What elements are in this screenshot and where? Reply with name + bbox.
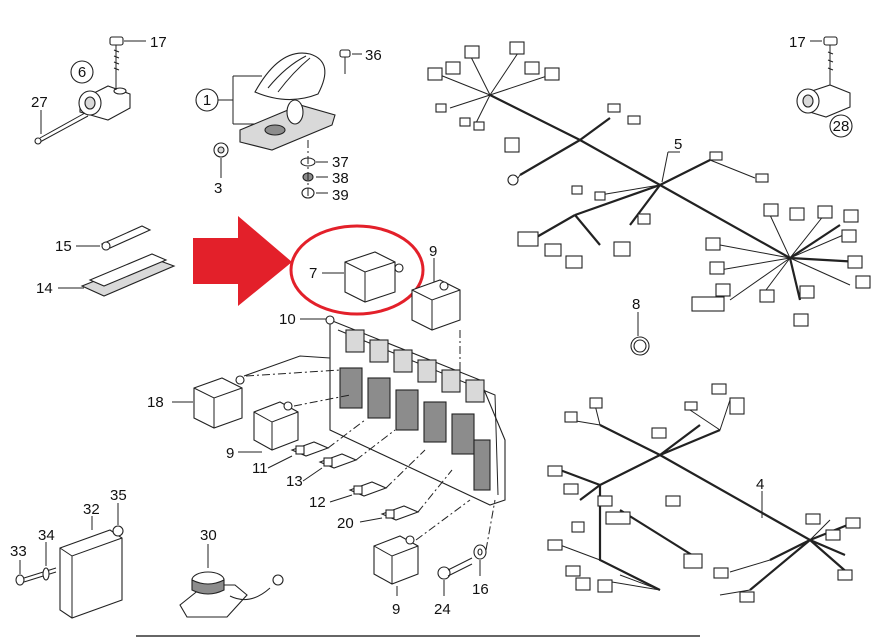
- part-20-fuse: [359, 469, 453, 523]
- part-33-bolt: [15, 560, 57, 586]
- part-16-washer: [473, 499, 496, 576]
- callout-1: [195, 88, 219, 112]
- part-10-relay-board: [300, 315, 506, 506]
- part-36-screw: [339, 49, 362, 74]
- label-34: 34: [38, 527, 55, 544]
- label-37: 37: [332, 154, 349, 171]
- label-30: 30: [200, 527, 217, 544]
- part-9-relay-middle: [238, 394, 351, 453]
- label-8: 8: [632, 296, 640, 313]
- part-11-fuse: [267, 419, 366, 469]
- label-10: 10: [279, 311, 296, 328]
- board-relay-sockets: [345, 329, 485, 403]
- part-8-ring: [630, 312, 650, 356]
- part-9-relay-top: [411, 258, 461, 380]
- callout-1-leaders: [218, 75, 262, 125]
- board-fuse-slots: [339, 367, 491, 491]
- label-13: 13: [286, 473, 303, 490]
- label-38: 38: [332, 170, 349, 187]
- label-27: 27: [31, 94, 48, 111]
- part-3-knob: [213, 142, 229, 178]
- label-33: 33: [10, 543, 27, 560]
- part-9-relay-bottom: [373, 499, 471, 596]
- part-6-clamp: [78, 85, 131, 121]
- callout-28: [829, 114, 853, 138]
- label-3: 3: [214, 180, 222, 197]
- part-24-screw: [437, 557, 473, 596]
- part-14-fuse-holder: [58, 253, 176, 297]
- label-4: 4: [756, 476, 764, 493]
- part-1-lamp-cover: [254, 52, 326, 101]
- highlight-circle: [289, 224, 425, 316]
- label-1: 1: [203, 92, 211, 109]
- part-12-fuse: [329, 449, 426, 503]
- label-11: 11: [252, 460, 268, 477]
- label-20: 20: [337, 515, 354, 532]
- label-16: 16: [472, 581, 489, 598]
- part-32-horn-box: [59, 516, 123, 619]
- label-18: 18: [147, 394, 164, 411]
- harness-5: [427, 41, 871, 327]
- part-27-rod: [34, 110, 89, 145]
- part-1-lamp-base: [239, 99, 336, 151]
- label-9-bottom: 9: [392, 601, 400, 618]
- parts-37-38-39-nuts: [300, 140, 328, 199]
- label-15: 15: [55, 238, 72, 255]
- harness-4: [547, 383, 861, 603]
- label-35: 35: [110, 487, 127, 504]
- label-24: 24: [434, 601, 451, 618]
- part-30-horn: [179, 544, 284, 618]
- part-28-clamp: [796, 84, 851, 118]
- label-28: 28: [833, 118, 850, 135]
- label-39: 39: [332, 187, 349, 204]
- label-17-left: 17: [150, 34, 167, 51]
- label-14: 14: [36, 280, 53, 297]
- part-35-nut: [112, 503, 124, 537]
- part-17-screw-left: [109, 36, 146, 90]
- label-5: 5: [674, 136, 682, 153]
- part-18-relay: [172, 355, 341, 429]
- label-17-right: 17: [789, 34, 806, 51]
- highlight-arrow: [193, 216, 292, 306]
- label-7: 7: [309, 265, 317, 282]
- label-6: 6: [78, 64, 86, 81]
- part-34-washer: [42, 542, 50, 581]
- label-12: 12: [309, 494, 326, 511]
- label-32: 32: [83, 501, 100, 518]
- callout-6: [70, 60, 94, 84]
- part-7-relay: [322, 251, 404, 303]
- label-9-top: 9: [429, 243, 437, 260]
- part-15-fuse: [76, 225, 152, 251]
- part-13-fuse: [302, 429, 396, 482]
- label-36: 36: [365, 47, 382, 64]
- label-9-middle: 9: [226, 445, 234, 462]
- part-17-screw-right: [810, 36, 838, 88]
